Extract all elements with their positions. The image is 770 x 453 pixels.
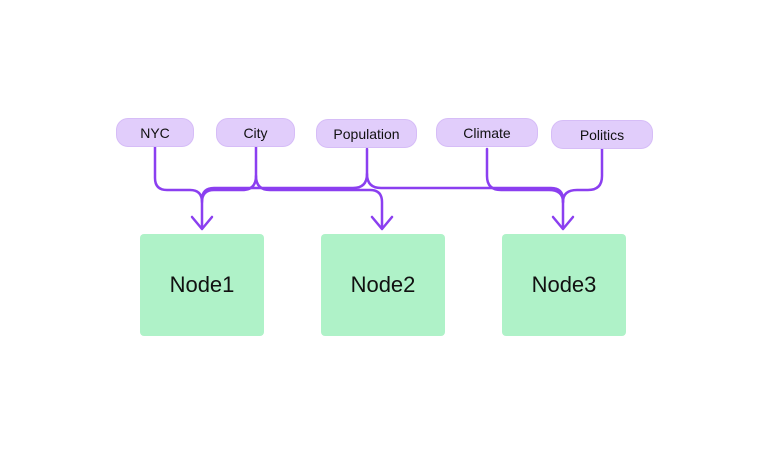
tag-nyc: NYC bbox=[116, 118, 194, 147]
connector-nyc-node1 bbox=[153, 145, 204, 230]
arrowhead-node2 bbox=[370, 215, 394, 231]
arrowhead-node3 bbox=[551, 215, 575, 231]
tag-city: City bbox=[216, 118, 295, 147]
connector-population-node1 bbox=[200, 147, 369, 202]
connector-city-node2 bbox=[254, 174, 384, 230]
tag-population: Population bbox=[316, 119, 417, 148]
tag-climate: Climate bbox=[436, 118, 538, 147]
connector-politics-node3 bbox=[561, 147, 604, 204]
node-3: Node3 bbox=[502, 234, 626, 336]
connector-climate-node3 bbox=[485, 147, 565, 204]
tag-politics: Politics bbox=[551, 120, 653, 149]
node-1: Node1 bbox=[140, 234, 264, 336]
connector-population-node3 bbox=[365, 172, 565, 230]
node-2: Node2 bbox=[321, 234, 445, 336]
connector-city-node1 bbox=[200, 145, 258, 204]
arrowhead-node1 bbox=[190, 215, 214, 231]
